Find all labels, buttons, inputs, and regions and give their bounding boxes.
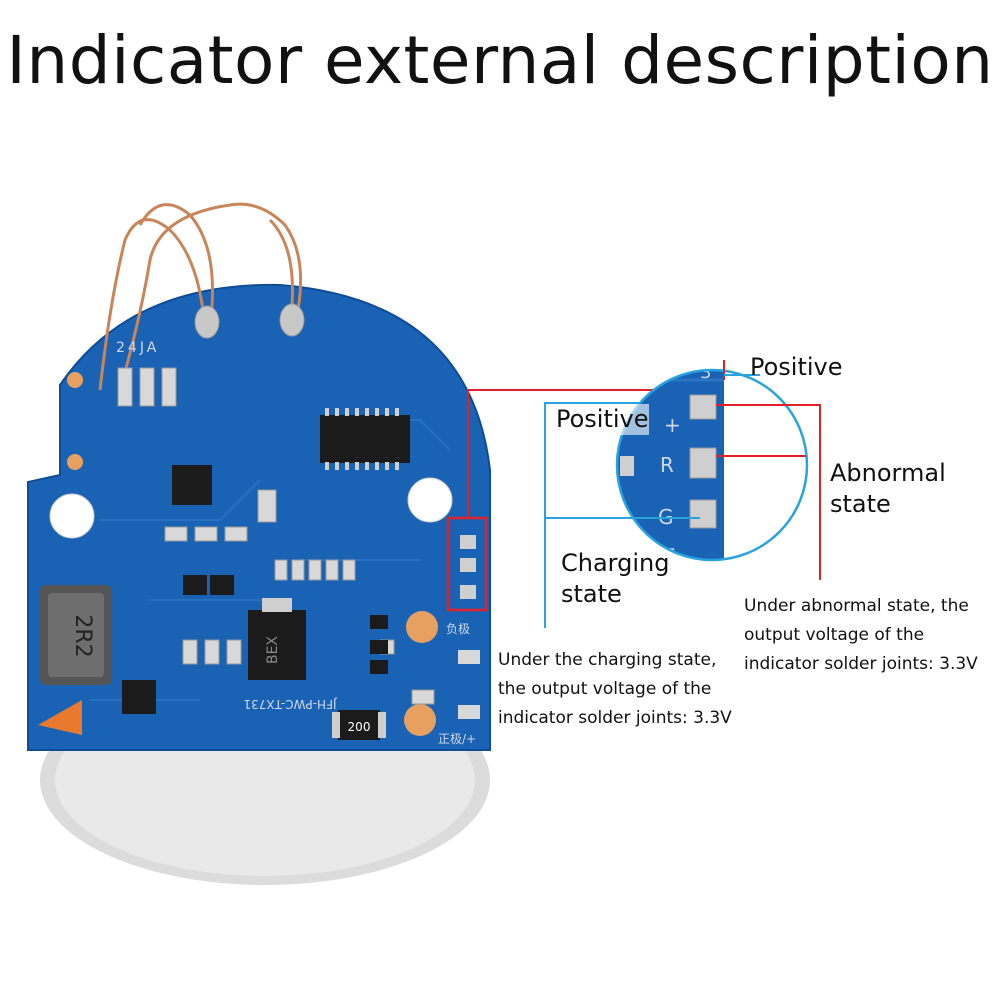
zoom-pad-minus: -: [668, 536, 675, 560]
abnormal-note: Under abnormal state, the output voltage…: [744, 596, 978, 674]
inductor-marking: 2R2: [70, 614, 95, 657]
chip-soic: [320, 415, 410, 463]
zoom-pad-plus: +: [664, 413, 681, 437]
zoom-circle: 3 + R G -: [617, 362, 807, 560]
ic-marking: BEX: [265, 636, 281, 664]
resistor: [338, 710, 380, 740]
board-code: 24JA: [116, 340, 159, 356]
charging-note: Under the charging state, the output vol…: [498, 650, 732, 728]
charging-state-label: Charging state: [561, 549, 670, 608]
resistor-marking: 200: [348, 720, 371, 734]
board-model: JFH-PWC-TX731: [244, 697, 338, 711]
chip-qfn: [122, 680, 156, 714]
coil-wires: [98, 202, 303, 391]
positive-callout-line: [716, 404, 821, 580]
load-marking: 负极: [446, 622, 470, 636]
indicator-pads: [460, 535, 476, 599]
abnormal-state-label: Abnormal state: [830, 459, 946, 518]
power-ic: [248, 610, 306, 680]
zoom-pad-r: R: [660, 453, 674, 477]
chip-qfn: [172, 465, 212, 505]
positive-label: Positive: [750, 353, 843, 381]
zoom-pad-3: 3: [700, 362, 711, 383]
page-title: Indicator external description: [6, 22, 994, 99]
mount-hole: [49, 493, 95, 539]
positive-inner-label: Positive: [556, 404, 649, 435]
pos-marking: 正极/+: [438, 732, 476, 746]
mount-hole: [407, 477, 453, 523]
positive-inner-callout-line: [544, 402, 640, 628]
